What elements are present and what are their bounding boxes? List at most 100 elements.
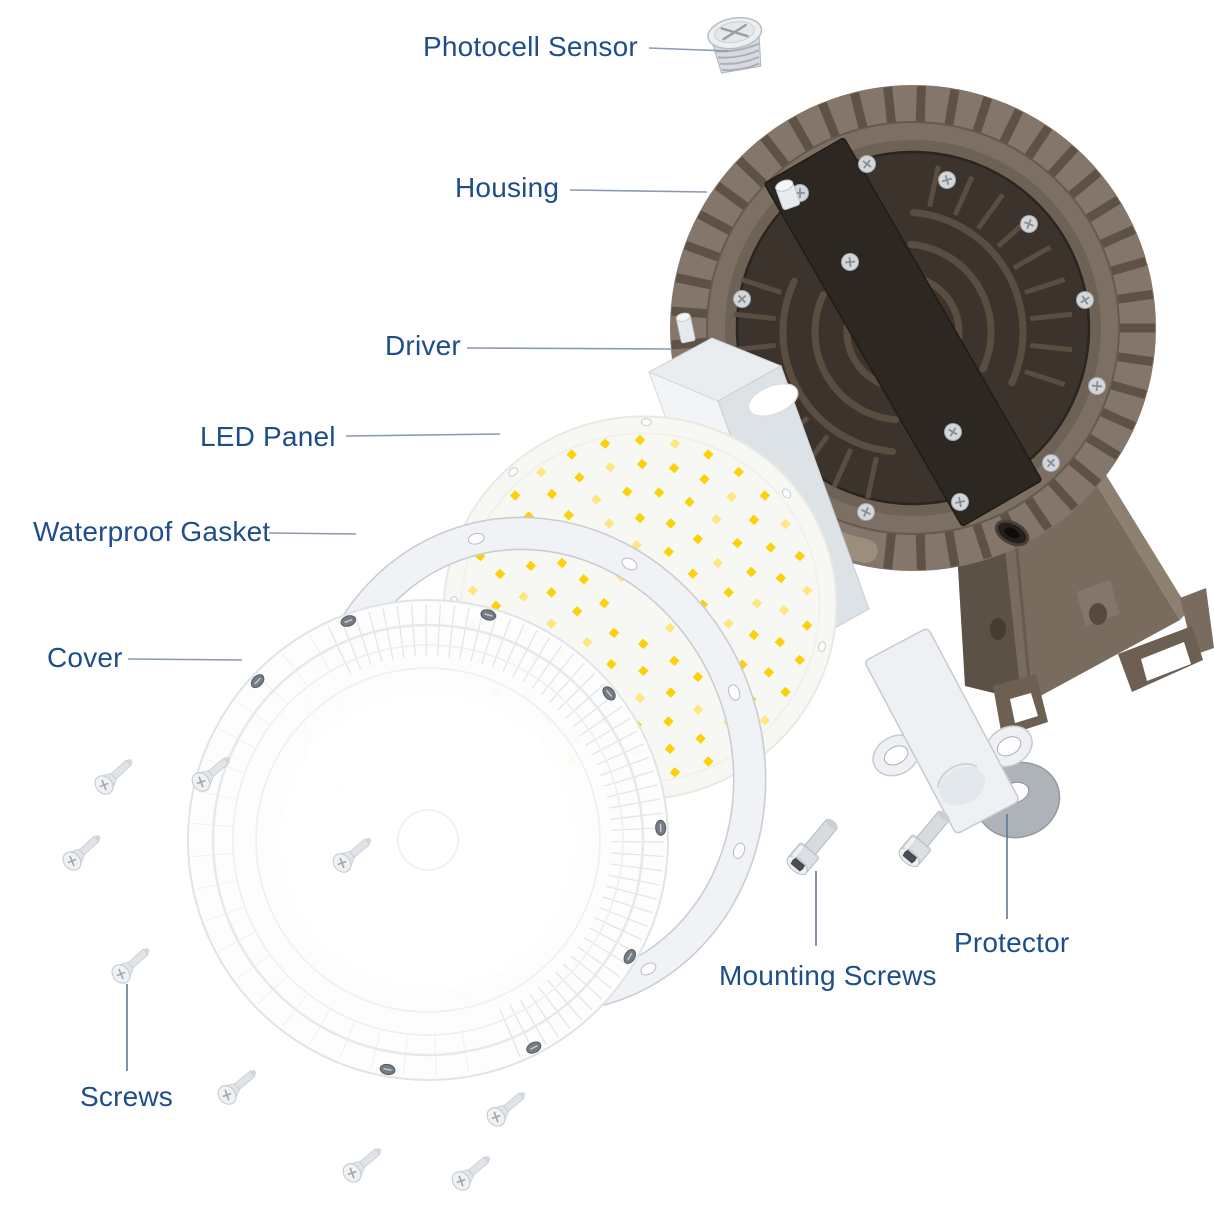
led-chip xyxy=(759,715,771,726)
led-chip xyxy=(712,557,724,569)
cross-screw xyxy=(1042,454,1060,472)
cover-rib xyxy=(585,717,631,746)
panel-hole xyxy=(508,467,519,477)
loose-screw xyxy=(217,1069,257,1105)
housing-fin xyxy=(915,85,926,124)
led-chip xyxy=(604,461,616,473)
led-chip xyxy=(606,658,617,670)
cover-rib xyxy=(354,615,372,666)
heatsink-spoke xyxy=(1030,311,1073,322)
label-waterproof-gasket: Waterproof Gasket xyxy=(33,516,271,547)
led-chip xyxy=(578,574,590,585)
label-mounting-screws: Mounting Screws xyxy=(719,960,937,991)
gasket-hole xyxy=(640,962,657,976)
led-chip xyxy=(536,466,547,478)
cover-ring xyxy=(211,623,645,1057)
led-chip xyxy=(794,550,806,562)
cross-screw xyxy=(1076,291,1094,309)
cover-ring xyxy=(232,644,624,1036)
cover-rib xyxy=(611,826,664,832)
led-chip xyxy=(775,572,787,584)
led-chip xyxy=(638,638,649,650)
cover-rim-screw xyxy=(602,686,616,701)
led-chip xyxy=(546,587,557,598)
led-chip xyxy=(687,568,699,579)
cross-screw xyxy=(841,253,859,271)
led-chip xyxy=(748,514,760,526)
cover-rib xyxy=(499,1009,521,1058)
cover-rib xyxy=(608,874,660,886)
led-chip xyxy=(669,655,680,667)
sensor-thread xyxy=(717,49,760,59)
photocell-leader-line xyxy=(648,47,729,52)
led-chip xyxy=(638,665,649,677)
cross-screw xyxy=(858,155,876,173)
cover-rib xyxy=(555,971,593,1011)
mounting-screw xyxy=(898,810,950,868)
led-chip xyxy=(622,486,633,497)
driver-leader-line xyxy=(466,347,673,350)
cover-rib xyxy=(540,653,574,696)
cover-part xyxy=(187,599,669,1081)
housing-fin xyxy=(1067,456,1102,488)
loose-screw xyxy=(62,834,101,871)
housing-fin xyxy=(760,134,791,170)
cover-rib xyxy=(549,662,585,703)
cover-rib xyxy=(529,993,559,1038)
housing-fin xyxy=(684,241,722,263)
loose-screw xyxy=(111,947,150,984)
cover-rim-screw xyxy=(379,1063,396,1076)
housing-fin xyxy=(944,88,960,127)
led-chip xyxy=(599,597,610,609)
cross-screw xyxy=(938,171,956,189)
led-chip xyxy=(703,449,714,460)
cover-rib xyxy=(603,770,654,787)
cover-rib xyxy=(598,906,648,928)
heatsink-spoke xyxy=(733,311,776,322)
housing-fin xyxy=(1046,145,1079,179)
driver-notch xyxy=(747,383,799,417)
cover-rim-screw xyxy=(623,949,637,964)
cover-rib xyxy=(577,946,621,978)
loose-screw xyxy=(332,837,372,873)
led-chip xyxy=(699,473,710,485)
cover-rib xyxy=(547,979,582,1020)
housing-fin xyxy=(788,116,815,153)
led-chip xyxy=(467,585,479,596)
phillips-slot xyxy=(99,779,109,791)
cover-leader-line xyxy=(127,658,243,661)
phillips-slot xyxy=(222,1089,232,1101)
led-chip xyxy=(669,438,681,449)
led-chip xyxy=(748,629,760,641)
mounting-screw xyxy=(786,818,838,876)
cover-rib xyxy=(425,604,428,657)
led-chip xyxy=(723,618,734,629)
led-chip xyxy=(634,512,646,524)
led-chip xyxy=(546,488,558,500)
cover-rib xyxy=(340,620,362,670)
cover-rib xyxy=(491,618,512,668)
loose-screw xyxy=(191,756,231,792)
led-chip xyxy=(669,767,681,778)
cover-rim-screws xyxy=(250,609,667,1076)
led-chip xyxy=(692,533,704,545)
heatsink-spoke xyxy=(865,456,879,499)
led-chip xyxy=(746,566,757,578)
cover-rib xyxy=(611,840,664,843)
led-chip xyxy=(665,518,677,529)
led-chip xyxy=(732,537,743,549)
housing-fin xyxy=(850,92,868,131)
cover-ribs xyxy=(192,604,664,1076)
cover-ring xyxy=(255,667,601,1013)
cover-rib xyxy=(609,798,661,809)
cover-rib xyxy=(436,604,442,657)
cover-rib xyxy=(557,672,596,711)
housing-fin xyxy=(675,273,714,290)
cover-rib xyxy=(368,611,383,663)
label-screws: Screws xyxy=(80,1081,173,1112)
cross-screw xyxy=(951,493,969,511)
label-photocell-sensor: Photocell Sensor xyxy=(423,31,638,62)
housing-fin xyxy=(1067,168,1102,200)
cover-rib xyxy=(579,705,623,737)
phillips-slot xyxy=(456,1175,466,1187)
